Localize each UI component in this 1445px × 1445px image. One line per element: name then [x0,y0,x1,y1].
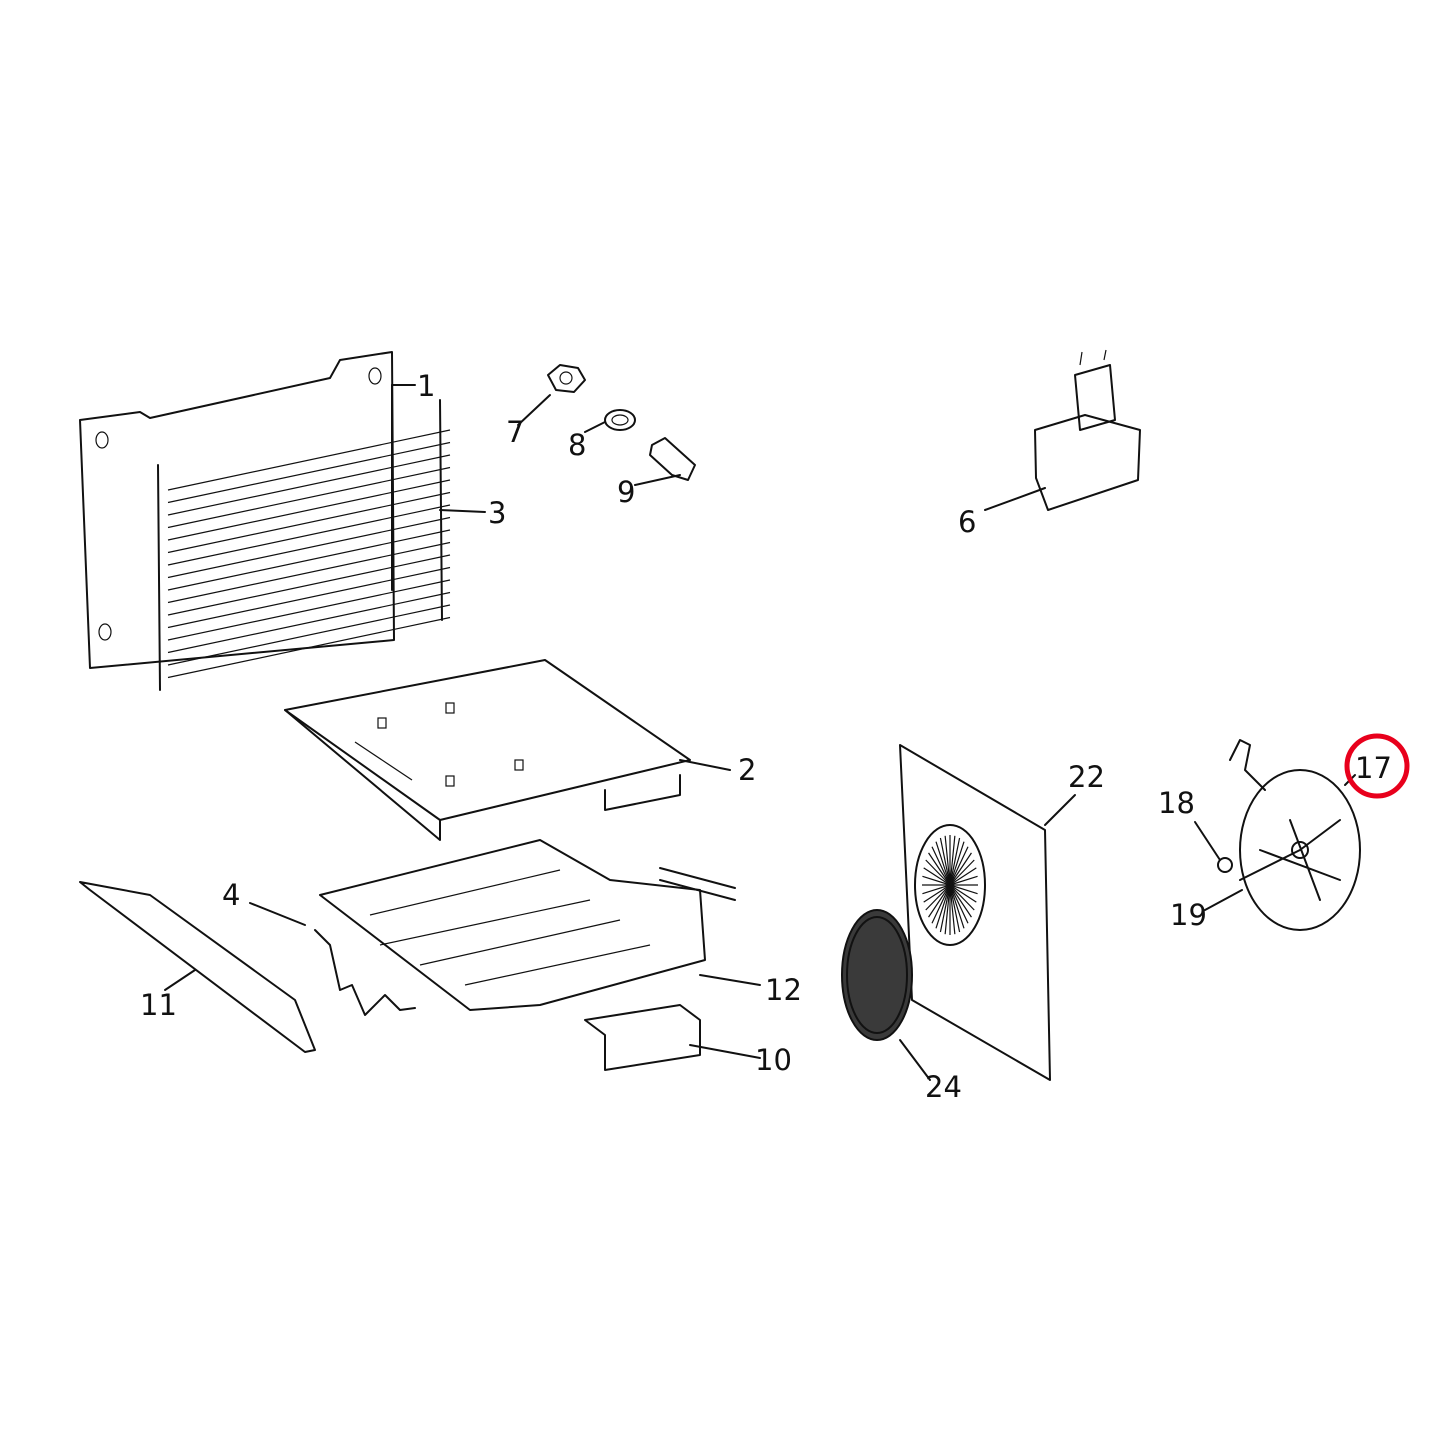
callout-2: 2 [738,753,756,787]
part-wire-bracket [314,929,416,1016]
callout-4: 4 [222,878,240,912]
callout-9: 9 [617,475,635,509]
callout-11: 11 [140,988,177,1022]
callout-labels: 1 2 3 4 6 7 8 9 10 11 12 17 18 19 22 24 [140,369,1392,1104]
callout-18: 18 [1158,786,1195,820]
highlight-circle [1344,733,1410,799]
part-side-rail [79,881,316,1053]
callout-17: 17 [1355,751,1392,785]
part-nut [547,364,586,393]
leader-lines [164,384,1356,1081]
callout-24: 24 [925,1070,962,1104]
callout-10: 10 [755,1043,792,1077]
callout-19: 19 [1170,898,1207,932]
callout-12: 12 [765,973,802,1007]
callout-1: 1 [417,369,435,403]
callout-6: 6 [958,505,976,539]
part-thermostat [1034,349,1141,511]
callout-3: 3 [488,496,506,530]
callout-22: 22 [1068,760,1105,794]
part-rear-cover [899,744,1051,1081]
part-nut-small [1217,857,1233,873]
part-small-bracket [584,1004,701,1071]
part-grill-element [319,839,736,1011]
callout-7: 7 [506,415,524,449]
part-back-panel [79,351,395,669]
part-washer [604,409,636,431]
callout-8: 8 [568,428,586,462]
part-floor-plate [284,659,691,841]
part-fan-motor [1229,739,1361,931]
part-shelf-runner [157,399,451,691]
part-lamp-holder [649,437,696,481]
part-circular-grille [841,909,913,1041]
